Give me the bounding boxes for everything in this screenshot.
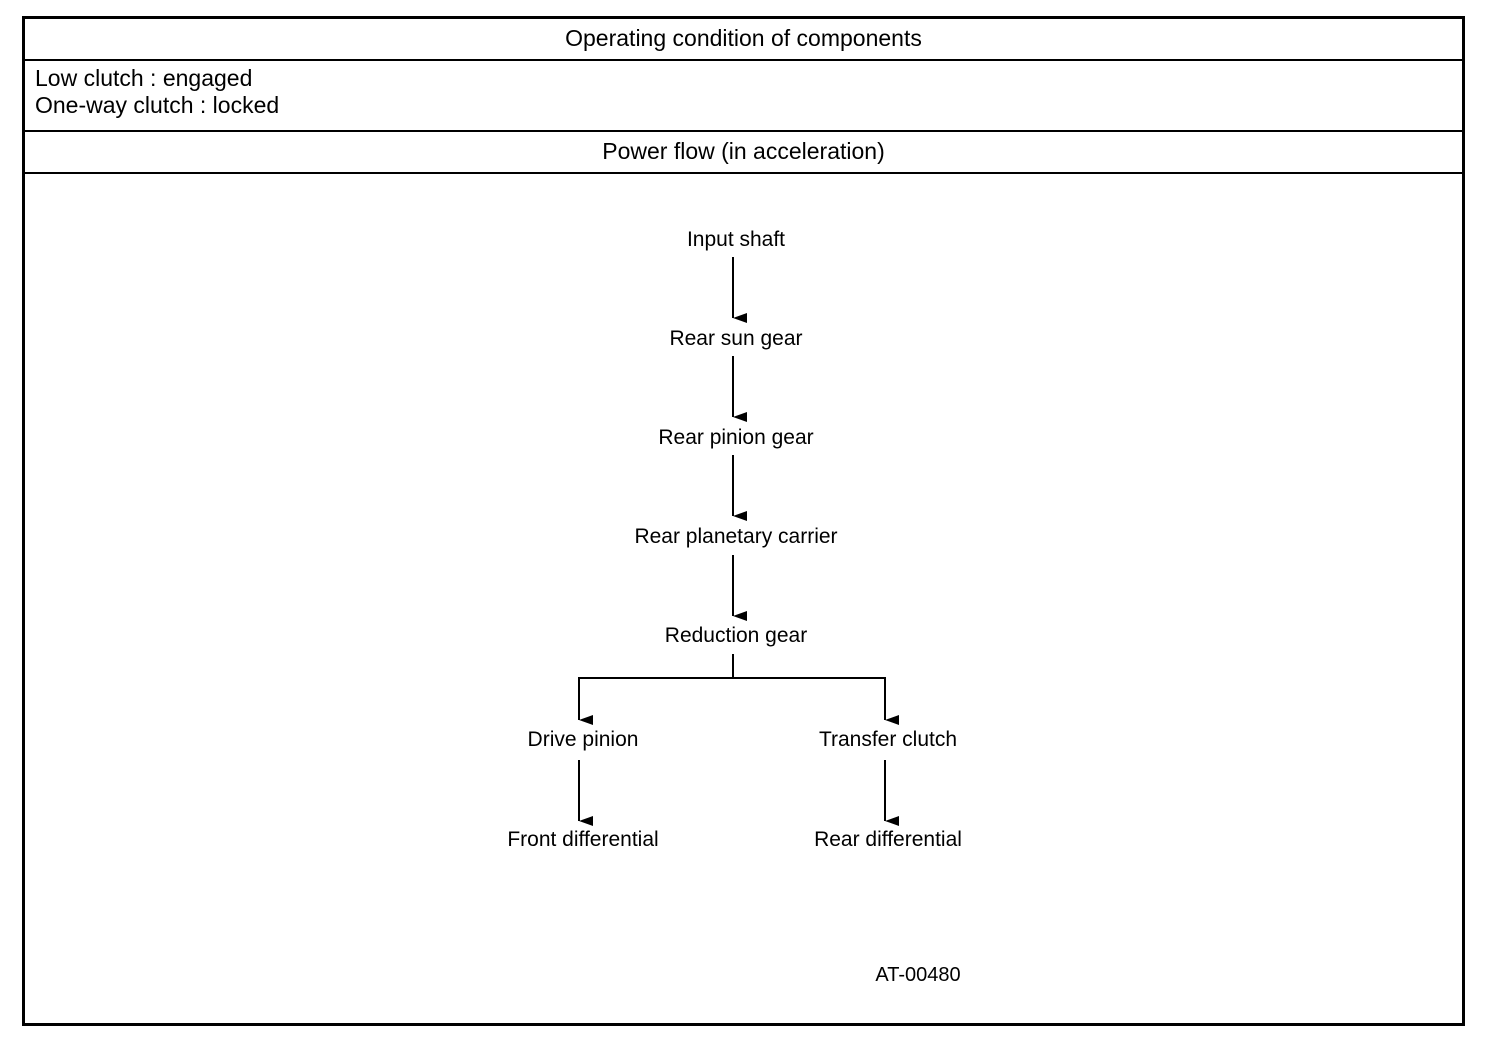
power-flow-header: Power flow (in acceleration) [602, 138, 885, 164]
node-rear-pinion-gear: Rear pinion gear [658, 426, 813, 449]
node-rear-differential: Rear differential [814, 828, 962, 851]
diagram-frame: Operating condition of components Low cl… [22, 16, 1465, 1026]
conditions-header-row: Operating condition of components [25, 19, 1462, 61]
branch-connector-left [579, 654, 734, 679]
node-reduction-gear: Reduction gear [665, 624, 807, 647]
conditions-header: Operating condition of components [565, 25, 922, 51]
condition-one-way-clutch: One-way clutch : locked [35, 92, 280, 118]
node-drive-pinion: Drive pinion [528, 728, 639, 751]
conditions-row: Low clutch : engaged One-way clutch : lo… [25, 61, 1462, 132]
node-front-differential: Front differential [507, 828, 658, 851]
figure-code: AT-00480 [875, 964, 960, 986]
node-transfer-clutch: Transfer clutch [819, 728, 957, 751]
power-flow-header-row: Power flow (in acceleration) [25, 132, 1462, 174]
node-input-shaft: Input shaft [687, 228, 785, 251]
node-rear-sun-gear: Rear sun gear [669, 327, 802, 350]
node-rear-planetary-carrier: Rear planetary carrier [634, 525, 837, 548]
condition-low-clutch: Low clutch : engaged [35, 65, 253, 91]
